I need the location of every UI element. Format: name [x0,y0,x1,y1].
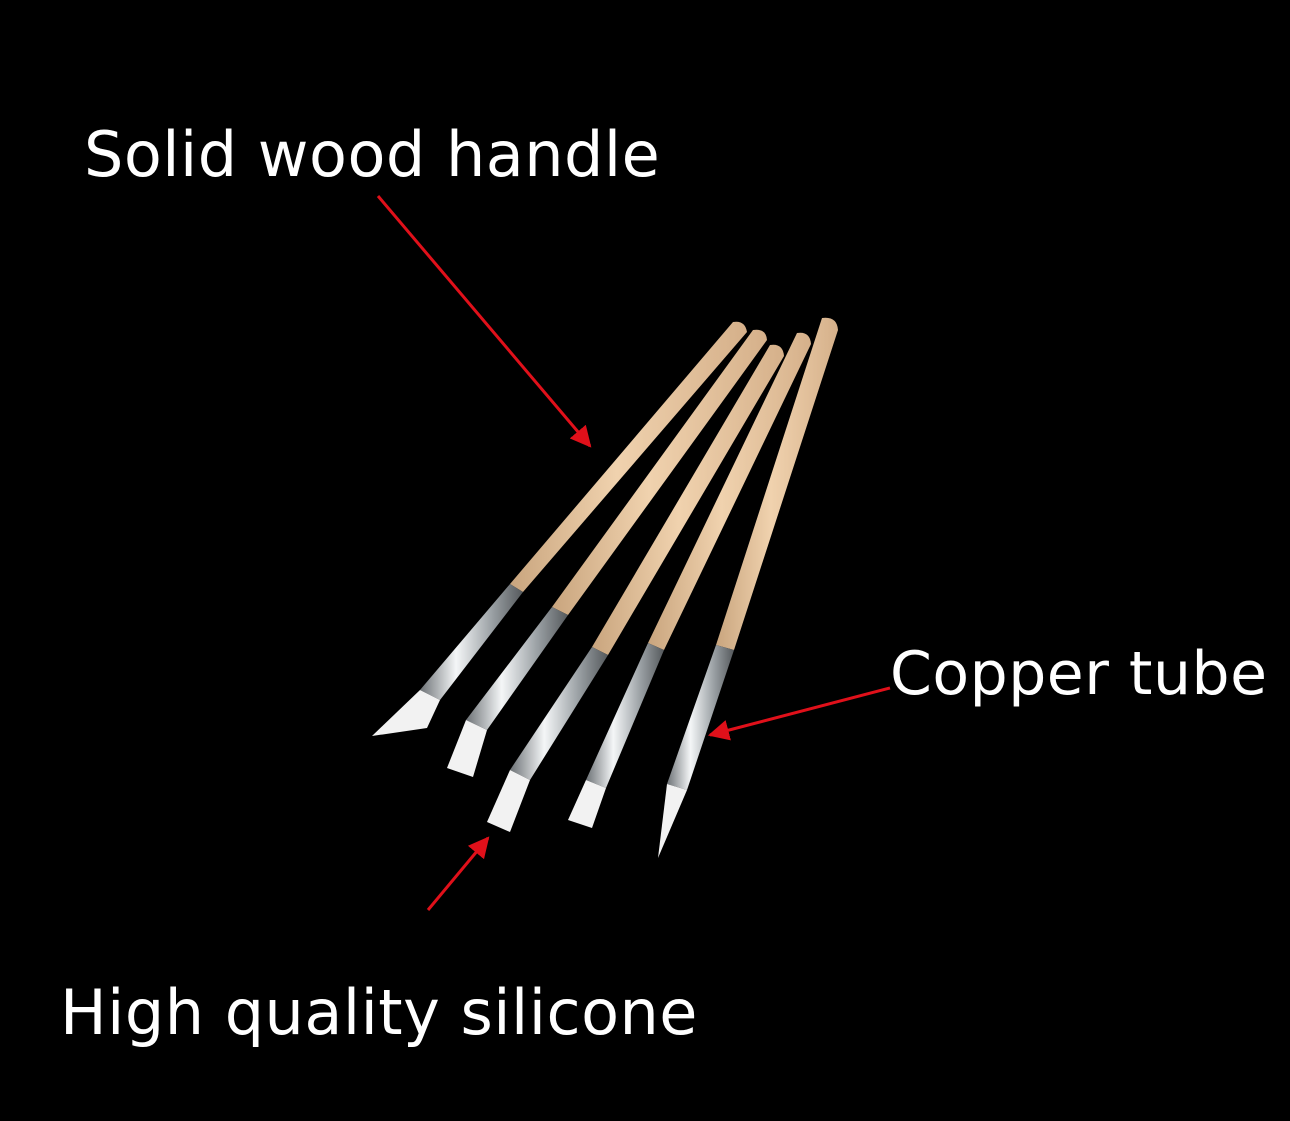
wood-handle [552,329,767,615]
wood-handle [716,317,838,650]
copper-tube-arrow [707,686,891,741]
silicone-tip [447,720,487,777]
copper-tube [667,645,734,790]
tool-4 [568,332,811,828]
wood-handle [510,321,747,592]
silicone-tip [658,784,687,858]
tool-3 [487,344,784,832]
silicone-tip [372,690,440,736]
wood-handle [592,344,784,655]
copper-tube [466,607,568,730]
copper-tube [510,647,608,780]
wood-handle-label: Solid wood handle [84,118,661,191]
copper-tube-label: Copper tube [890,639,1268,709]
tool-1 [372,321,747,736]
silicone-arrow [426,836,490,911]
copper-tube [420,584,523,700]
silicone-tip [487,770,530,832]
copper-tube [586,643,664,788]
tool-5 [658,317,838,858]
silicone-tip [568,780,606,828]
silicone-label: High quality silicone [60,976,698,1049]
tool-2 [447,329,767,777]
wood-handle-arrow [376,195,592,448]
wood-handle [648,332,811,650]
